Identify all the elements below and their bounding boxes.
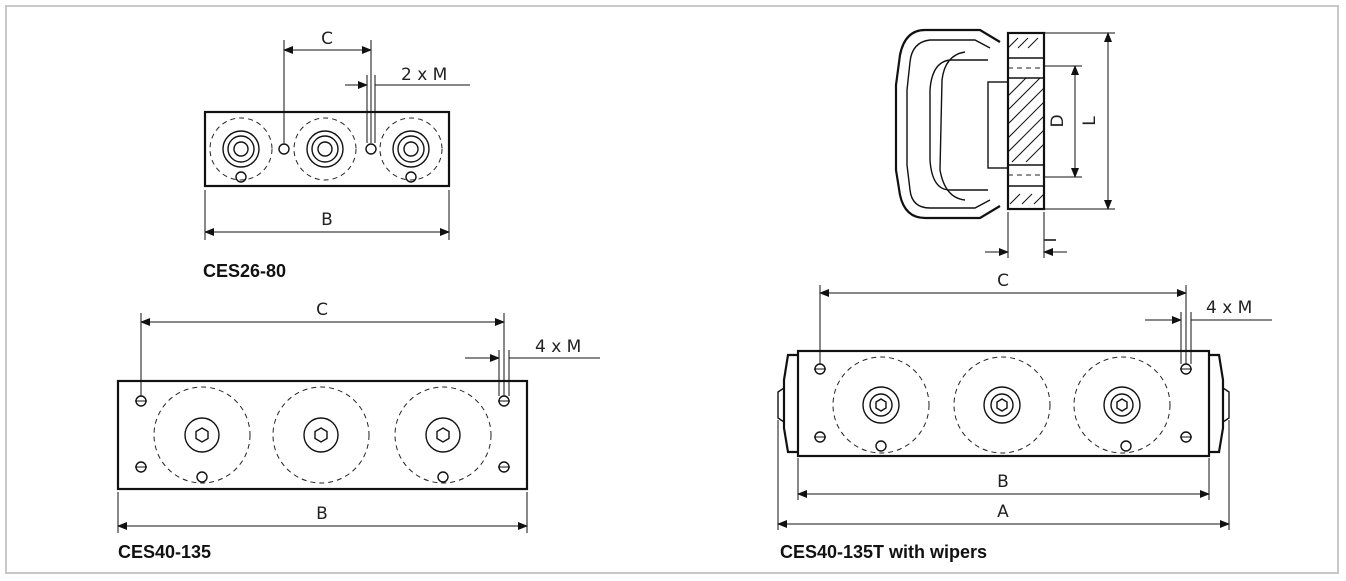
- side-plate: [1006, 31, 1046, 211]
- drawing-ces40-135t-wipers: C 4 x M B A CES40-135T with wipers: [777, 271, 1272, 562]
- large-body: [116, 379, 529, 491]
- wiper-dim-c-label: C: [997, 271, 1009, 291]
- large-unit-1: [153, 386, 251, 484]
- small-mount-hole-left: [278, 143, 290, 155]
- wiper-unit-2: [953, 356, 1051, 454]
- wiper-right: [1209, 353, 1225, 454]
- large-dim-c-label: C: [316, 300, 328, 320]
- wiper-body: [796, 349, 1211, 458]
- wiper-dim-a-label: A: [997, 502, 1009, 522]
- small-body: [203, 110, 451, 188]
- large-caption: CES40-135: [118, 542, 211, 562]
- side-handle-outer: [894, 28, 1001, 220]
- drawing-side-view: L D I: [894, 28, 1115, 258]
- small-mount-hole-right: [365, 143, 377, 155]
- small-caption: CES26-80: [203, 261, 286, 281]
- small-dim-b-label: B: [321, 210, 333, 230]
- side-section-hatch: [1007, 37, 1045, 205]
- wiper-dim-m-label: 4 x M: [1206, 298, 1252, 318]
- large-unit-2: [272, 386, 370, 484]
- small-unit-2: [293, 117, 357, 181]
- side-dim-l-label: L: [1080, 116, 1100, 126]
- large-dim-m-label: 4 x M: [535, 337, 581, 357]
- wiper-caption: CES40-135T with wipers: [780, 542, 987, 562]
- drawing-ces40-135: C 4 x M B CES40-135: [116, 300, 600, 562]
- large-dim-b-label: B: [316, 504, 328, 524]
- wiper-dim-b-label: B: [997, 472, 1009, 492]
- side-dim-i-label: I: [1041, 237, 1061, 242]
- wiper-mount-holes: [814, 363, 1192, 443]
- wiper-unit-1: [832, 356, 930, 454]
- small-unit-3: [379, 117, 443, 183]
- small-unit-1: [209, 117, 273, 183]
- wiper-unit-3: [1073, 356, 1171, 454]
- side-roller: [929, 59, 988, 191]
- drawing-ces26-80: C 2 x M B CES26-80: [203, 29, 470, 281]
- small-dim-c-label: C: [321, 29, 333, 49]
- small-dim-m-label: 2 x M: [401, 65, 447, 85]
- wiper-left: [782, 353, 798, 454]
- side-dim-d-label: D: [1048, 114, 1068, 127]
- large-unit-3: [394, 386, 492, 484]
